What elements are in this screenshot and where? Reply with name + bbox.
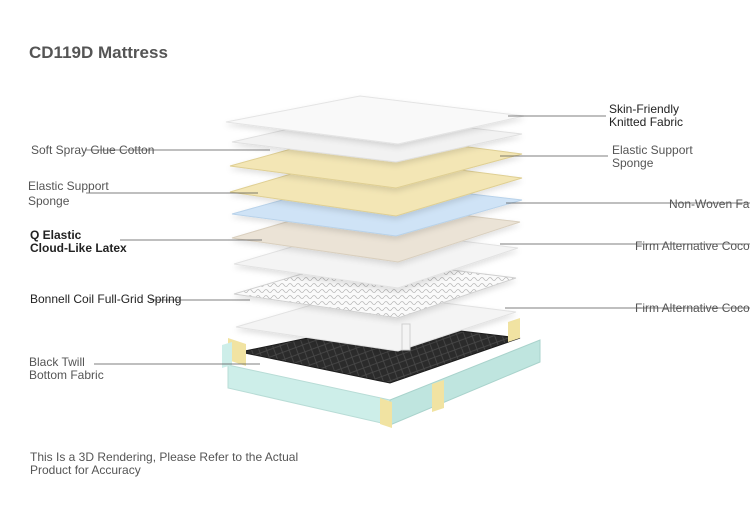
label-non-woven-fabric: Non-Woven Fab	[669, 198, 750, 211]
rendering-disclaimer: This Is a 3D Rendering, Please Refer to …	[30, 451, 298, 477]
label-black-twill-bottom: Black Twill Bottom Fabric	[29, 356, 104, 382]
label-elastic-support-sponge-right: Elastic Support Sponge	[612, 144, 693, 170]
label-skin-friendly-fabric: Skin-Friendly Knitted Fabric	[609, 103, 683, 129]
label-line: Soft Spray Glue Cotton	[31, 143, 155, 157]
label-line: Black Twill	[29, 355, 85, 369]
leader-lines	[86, 115, 750, 365]
label-line: Cloud-Like Latex	[30, 241, 127, 255]
label-q-elastic-latex: Q Elastic Cloud-Like Latex	[30, 229, 127, 255]
label-line: Skin-Friendly	[609, 102, 680, 116]
label-line: Q Elastic	[30, 228, 82, 242]
label-line: Elastic Support	[28, 179, 109, 193]
label-line: Sponge	[28, 194, 70, 208]
label-line: Bonnell Coil Full-Grid Spring	[30, 292, 182, 306]
label-line: Firm Alternative Coco	[635, 301, 750, 315]
note-line: This Is a 3D Rendering, Please Refer to …	[30, 450, 299, 464]
note-line: Product for Accuracy	[30, 463, 141, 477]
label-firm-coco-2: Firm Alternative Coco	[635, 302, 750, 315]
label-line: Firm Alternative Coco	[635, 239, 750, 253]
label-firm-coco-1: Firm Alternative Coco	[635, 240, 750, 253]
page-title: CD119D Mattress	[29, 43, 168, 62]
label-elastic-support-sponge-left: Elastic Support Sponge	[28, 180, 109, 208]
label-line: Bottom Fabric	[29, 368, 104, 382]
label-bonnell-coil-spring: Bonnell Coil Full-Grid Spring	[30, 293, 181, 306]
label-line: Elastic Support	[612, 143, 693, 157]
label-line: Sponge	[612, 156, 654, 170]
label-line: Non-Woven Fab	[669, 197, 750, 211]
label-soft-spray-glue-cotton: Soft Spray Glue Cotton	[31, 144, 154, 157]
base-frame	[222, 318, 541, 428]
label-line: Knitted Fabric	[609, 115, 684, 129]
